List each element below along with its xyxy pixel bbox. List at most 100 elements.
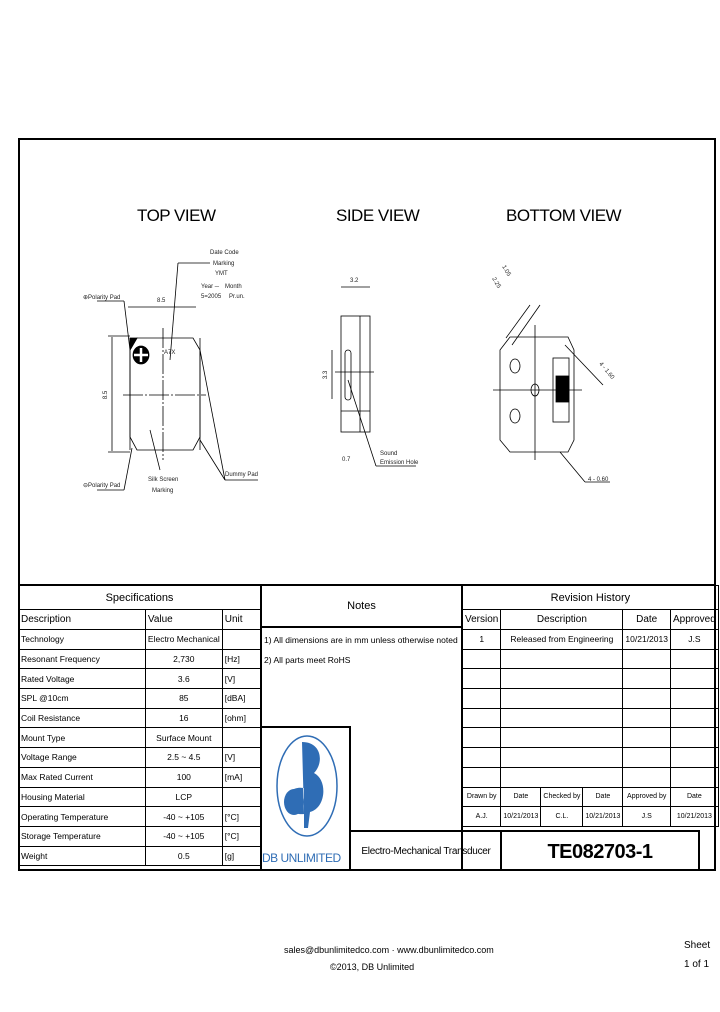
revision-description [500, 747, 624, 768]
revision-version [461, 648, 502, 670]
spec-row: Storage Temperature-40 ~ +105[°C] [18, 825, 262, 847]
revision-title: Revision History [462, 585, 719, 610]
notes-list: 1) All dimensions are in mm unless other… [262, 628, 461, 672]
header-description: Description [18, 609, 146, 630]
spec-unit: [V] [221, 668, 262, 690]
offset-dimension: 0.7 [342, 457, 351, 463]
spec-value: Electro Mechanical [144, 629, 223, 650]
spec-description: Weight [18, 845, 146, 867]
center-mark-label: A7X [164, 350, 176, 356]
checked-by-value: C.L. [540, 806, 584, 827]
spec-description: Mount Type [18, 727, 146, 749]
revision-approved [669, 688, 719, 709]
technical-drawing [97, 262, 610, 491]
revision-approved [669, 668, 719, 690]
spec-description: Technology [18, 629, 146, 650]
revision-approved: J.S [669, 629, 719, 650]
spec-unit: [°C] [221, 806, 262, 827]
top-view-outline [97, 262, 258, 491]
header-date: Date [622, 609, 671, 630]
revision-date [622, 688, 671, 709]
thickness-dimension: 3.2 [350, 278, 359, 284]
negative-polarity-label: ⊖Polarity Pad [83, 483, 121, 489]
spec-description: SPL @10cm [18, 688, 146, 709]
drawn-by-header: Drawn by [461, 786, 502, 808]
revision-approved [669, 747, 719, 768]
contact-info: sales@dbunlimitedco.com · www.dbunlimite… [284, 945, 494, 955]
approved-by-value: J.S [622, 806, 671, 827]
header-approved: Approved [669, 609, 719, 630]
revision-description [500, 648, 624, 670]
spec-value: 16 [144, 707, 223, 729]
marking-label: Marking [213, 261, 235, 267]
spec-unit: [mA] [221, 766, 262, 788]
drawn-date-value: 10/21/2013 [500, 806, 542, 827]
drawing-frame [18, 138, 716, 871]
revision-row [461, 688, 719, 709]
month-note-label: Pr.un. [229, 294, 245, 300]
revision-version [461, 668, 502, 690]
approved-by-header: Approved by [622, 786, 671, 808]
revision-description [500, 727, 624, 749]
spec-value: 0.5 [144, 845, 223, 867]
spec-value: -40 ~ +105 [144, 806, 223, 827]
spec-description: Voltage Range [18, 747, 146, 768]
notes-title: Notes [262, 585, 461, 628]
revision-version [461, 688, 502, 709]
revision-approved [669, 707, 719, 729]
spec-value: 100 [144, 766, 223, 788]
part-number: TE082703-1 [500, 830, 700, 871]
drawn-by-value: A.J. [461, 806, 502, 827]
side-view-title: SIDE VIEW [336, 206, 420, 225]
spec-row: Operating Temperature-40 ~ +105[°C] [18, 806, 262, 827]
checked-date-value: 10/21/2013 [582, 806, 624, 827]
width-dimension: 8.5 [157, 298, 166, 304]
logo-text: DB UNLIMITED [262, 851, 341, 865]
header-unit: Unit [221, 609, 262, 630]
approved-date-value: 10/21/2013 [669, 806, 719, 827]
spec-description: Rated Voltage [18, 668, 146, 690]
height-dimension: 8.5 [103, 390, 110, 400]
checked-by-header: Checked by [540, 786, 584, 808]
revision-date [622, 707, 671, 729]
divider [18, 584, 716, 586]
revision-row [461, 727, 719, 749]
header-value: Value [144, 609, 223, 630]
spec-description: Resonant Frequency [18, 648, 146, 670]
spec-unit: [ohm] [221, 707, 262, 729]
spec-value: 2,730 [144, 648, 223, 670]
revision-date [622, 766, 671, 788]
year-example-label: 5=2005 [201, 294, 222, 300]
revision-row [461, 766, 719, 788]
month-label: Month [225, 284, 242, 290]
date-header: Date [500, 786, 542, 808]
company-logo: DB UNLIMITED [260, 726, 351, 871]
revision-approved [669, 766, 719, 788]
spec-unit: [dBA] [221, 688, 262, 709]
revision-date [622, 747, 671, 768]
spec-unit: [V] [221, 747, 262, 768]
spec-value: 85 [144, 688, 223, 709]
spec-unit [221, 629, 262, 650]
revision-description [500, 707, 624, 729]
revision-description [500, 668, 624, 690]
note-item: 1) All dimensions are in mm unless other… [264, 635, 458, 645]
side-view-outline [331, 286, 416, 467]
top-view-title: TOP VIEW [137, 206, 216, 225]
spec-unit [221, 727, 262, 749]
revision-description [500, 766, 624, 788]
sound-label: Sound [380, 451, 398, 457]
spec-unit [221, 786, 262, 808]
spec-value: Surface Mount [144, 727, 223, 749]
specs-title: Specifications [18, 585, 261, 610]
revision-row [461, 747, 719, 768]
revision-description: Released from Engineering [500, 629, 624, 650]
spec-unit: [Hz] [221, 648, 262, 670]
